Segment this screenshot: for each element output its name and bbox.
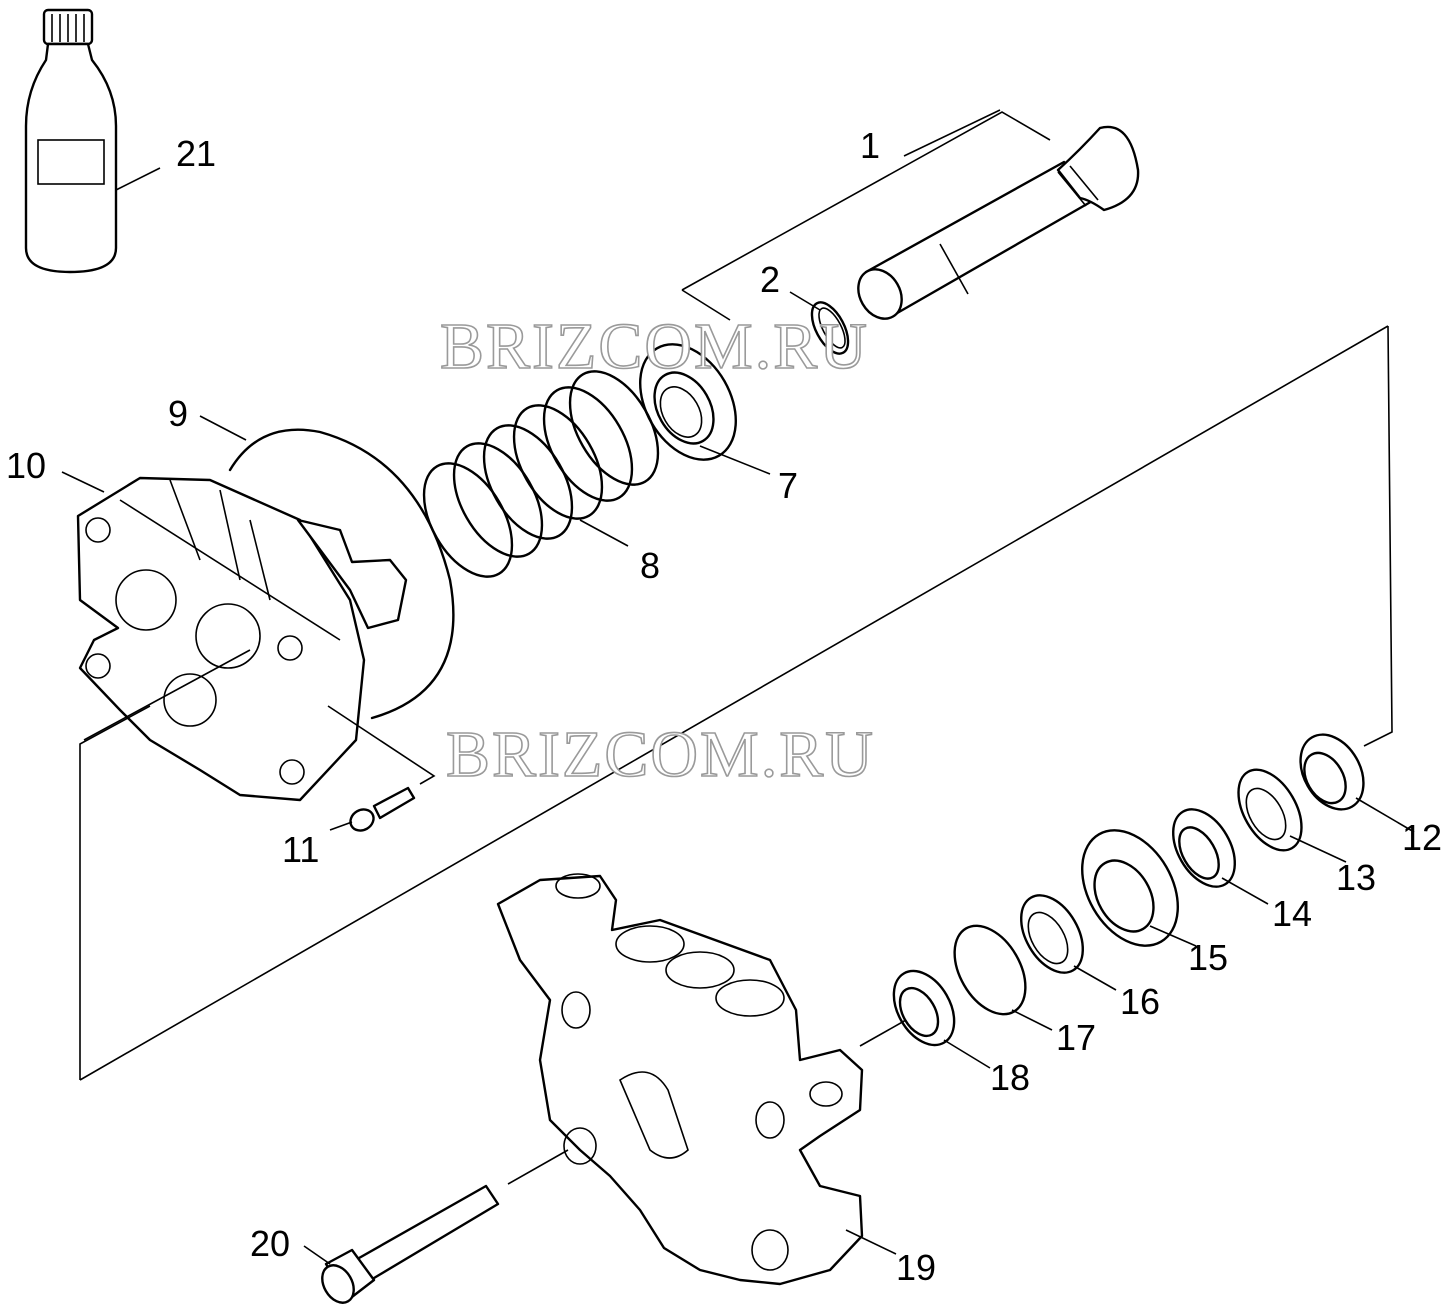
part-19-cylinder-head — [496, 873, 864, 1286]
callout-8: 8 — [640, 545, 660, 586]
part-13-washer — [1237, 768, 1303, 852]
callout-18: 18 — [990, 1057, 1030, 1098]
part-1-plunger — [857, 125, 1140, 320]
watermark-middle: BRIZCOM.RU — [446, 718, 875, 791]
callout-2: 2 — [760, 259, 780, 300]
callout-7: 7 — [778, 465, 798, 506]
part-16-washer — [1020, 894, 1084, 974]
part-10-pump-housing — [76, 476, 408, 802]
part-15-seal-retainer — [1081, 829, 1179, 947]
callout-14: 14 — [1272, 893, 1312, 934]
callout-16: 16 — [1120, 981, 1160, 1022]
watermark-top: BRIZCOM.RU — [440, 310, 869, 383]
callout-12: 12 — [1402, 817, 1442, 858]
part-20-bolt — [321, 1184, 500, 1304]
callout-20: 20 — [250, 1223, 290, 1264]
part-11-screw — [349, 786, 416, 832]
callout-15: 15 — [1188, 937, 1228, 978]
callout-11: 11 — [282, 829, 319, 870]
callout-19: 19 — [896, 1247, 936, 1288]
callout-21: 21 — [176, 133, 216, 174]
part-2-retaining-ring — [810, 301, 850, 355]
part-12-seal-housing — [1299, 733, 1365, 811]
part-18-grooved-ring — [892, 969, 956, 1047]
callout-13: 13 — [1336, 857, 1376, 898]
part-14-grooved-ring — [1172, 808, 1236, 888]
callout-9: 9 — [168, 393, 188, 434]
leader-lines — [61, 109, 1415, 1265]
assembly-guide-lines — [79, 111, 1393, 1185]
callout-10: 10 — [6, 445, 46, 486]
part-21-oil-bottle — [24, 8, 118, 274]
callout-1: 1 — [860, 125, 880, 166]
callout-17: 17 — [1056, 1017, 1096, 1058]
part-8-spring — [422, 370, 660, 578]
part-9-o-ring — [228, 428, 455, 720]
part-7-washer — [639, 343, 737, 461]
